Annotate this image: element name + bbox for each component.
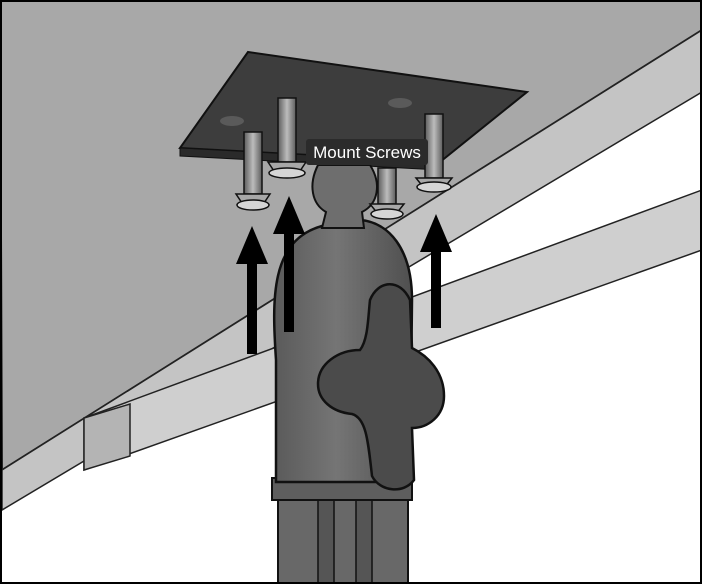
arrow-up-center [273, 196, 305, 332]
beam-side-block [83, 402, 131, 472]
screw-4 [414, 113, 454, 193]
arrow-up-left [236, 226, 268, 354]
screw-1 [234, 131, 272, 211]
screw-3 [368, 167, 406, 220]
plate-hole [220, 116, 244, 126]
arrow-up-right [420, 214, 452, 328]
tightening-knob [316, 283, 446, 491]
mount-screws-label: Mount Screws [313, 143, 421, 162]
ball-joint [311, 164, 378, 229]
pole-groove [317, 499, 335, 584]
plate-hole [388, 98, 412, 108]
pole-groove [355, 499, 373, 584]
label-background [306, 139, 428, 165]
screw-2 [266, 97, 308, 179]
